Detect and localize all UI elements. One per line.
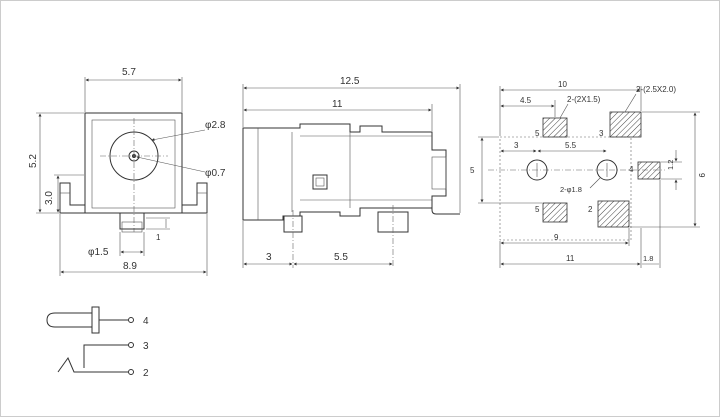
pad-label-2: 2 [588,205,593,214]
side-body-length-label: 11 [332,99,343,110]
small-pad-note: 2-(2X1.5) [567,95,601,104]
pcb-height-left-label: 5 [470,166,475,175]
mount-hole-left [526,159,548,181]
pad-label-5b: 5 [535,205,540,214]
pcb-overall-width-label: 11 [566,254,575,263]
pad4-width-label: 1.2 [666,160,675,170]
pad-label-3: 3 [599,129,604,138]
pin-diameter-label: φ2.8 [205,120,226,131]
pin-4-terminal [128,317,134,323]
side-view: 12.5 11 3 5.5 [242,76,461,268]
mount-hole-right [596,159,618,181]
overall-width-label: 8.9 [123,261,137,272]
front-height-label: 5.2 [28,154,39,168]
pcb-height-right-label: 9 [697,173,706,178]
schematic-pin-3-label: 3 [143,341,149,352]
pad-label-4: 4 [629,165,634,174]
pad-5-bottom [542,202,568,223]
post-diameter-label: φ1.5 [88,247,109,258]
hole-note: 2-φ1.8 [560,185,582,194]
schematic: 4 3 2 [46,306,149,379]
front-view: 5.7 5.2 3.0 φ2.8 φ0.7 φ1.5 8.9 1 [28,67,226,276]
schematic-pin-4-label: 4 [143,316,149,327]
large-pad-note: 2-(2.5X2.0) [636,85,676,94]
foot-height-label: 1 [156,233,161,242]
pad-4 [637,161,661,180]
hole-spacing-label: 5.5 [565,141,577,150]
post-spacing-label: 5.5 [334,252,348,263]
pad-label-5a: 5 [535,129,540,138]
post-offset-label: 3 [266,252,272,263]
side-length-label: 12.5 [340,76,360,87]
pin-3-terminal [128,342,134,348]
pin-span-label: 9 [554,233,559,242]
front-width-label: 5.7 [122,67,136,78]
pin-2-terminal [128,369,134,375]
pcb-width-top-label: 10 [558,80,567,89]
pcb-layout: 5 3 4 5 2 10 4.5 2-(2X1.5) 2-(2.5X2.0) 3… [470,80,706,268]
schematic-pin-2-label: 2 [143,368,149,379]
hole-offset-label: 3 [514,141,519,150]
pad-3 [609,111,642,138]
pad-2 [597,200,630,228]
front-base-height-label: 3.0 [44,191,55,205]
pad-offset-label: 4.5 [520,96,532,105]
edge-offset-label: 1.8 [643,254,653,263]
inner-diameter-label: φ0.7 [205,168,226,179]
pad-5-top [542,117,568,138]
